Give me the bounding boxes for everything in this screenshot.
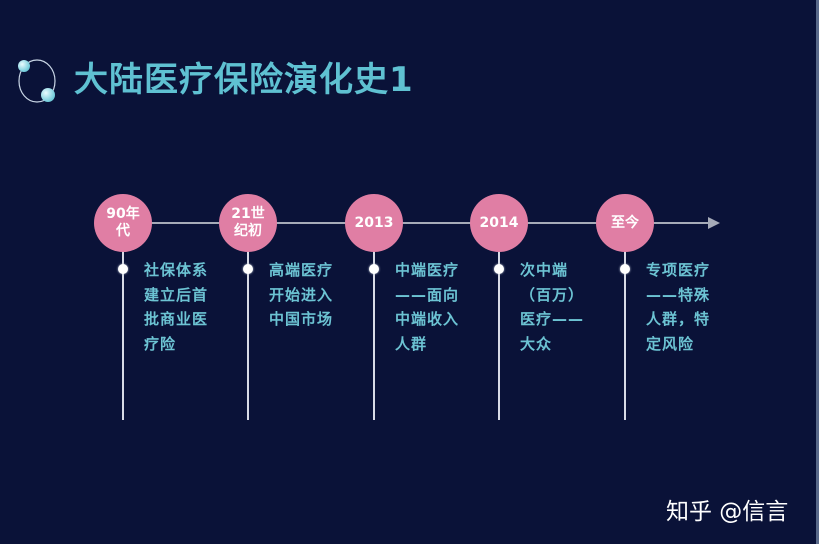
watermark: 知乎 @信言: [666, 499, 789, 525]
milestone-circle: 21世纪初: [219, 194, 277, 252]
milestone-stem: [247, 222, 249, 420]
milestone-stem: [624, 222, 626, 420]
milestone-stem: [498, 222, 500, 420]
bullet-dot-icon: [243, 264, 253, 274]
orbit-circle-icon: [18, 59, 56, 103]
milestone-circle: 90年代: [94, 194, 152, 252]
bullet-dot-icon: [118, 264, 128, 274]
milestone-label: 2013: [354, 214, 394, 231]
milestone-description: 社保体系建立后首批商业医疗险: [144, 261, 209, 353]
arrow-right-icon: [708, 217, 720, 229]
milestone-stem: [373, 222, 375, 420]
milestone-circle: 至今: [596, 194, 654, 252]
right-edge-strip: [816, 0, 819, 544]
milestone-label: 至今: [611, 214, 639, 231]
milestone-circle: 2013: [345, 194, 403, 252]
milestone-description: 次中端（百万）医疗——大众: [520, 261, 585, 353]
milestone-label: 90年代: [106, 206, 140, 239]
bullet-dot-icon: [494, 264, 504, 274]
milestone-stem: [122, 222, 124, 420]
slide-title: 大陆医疗保险演化史1: [74, 60, 414, 100]
milestone-label: 2014: [479, 214, 519, 231]
milestone-description: 中端医疗——面向中端收入人群: [395, 261, 460, 353]
milestone-circle: 2014: [470, 194, 528, 252]
bullet-dot-icon: [620, 264, 630, 274]
milestone-label: 21世纪初: [231, 206, 265, 239]
milestone-description: 高端医疗开始进入中国市场: [269, 261, 334, 328]
bullet-dot-icon: [369, 264, 379, 274]
milestone-description: 专项医疗——特殊人群，特定风险: [646, 261, 711, 353]
timeline-axis: [122, 222, 712, 224]
